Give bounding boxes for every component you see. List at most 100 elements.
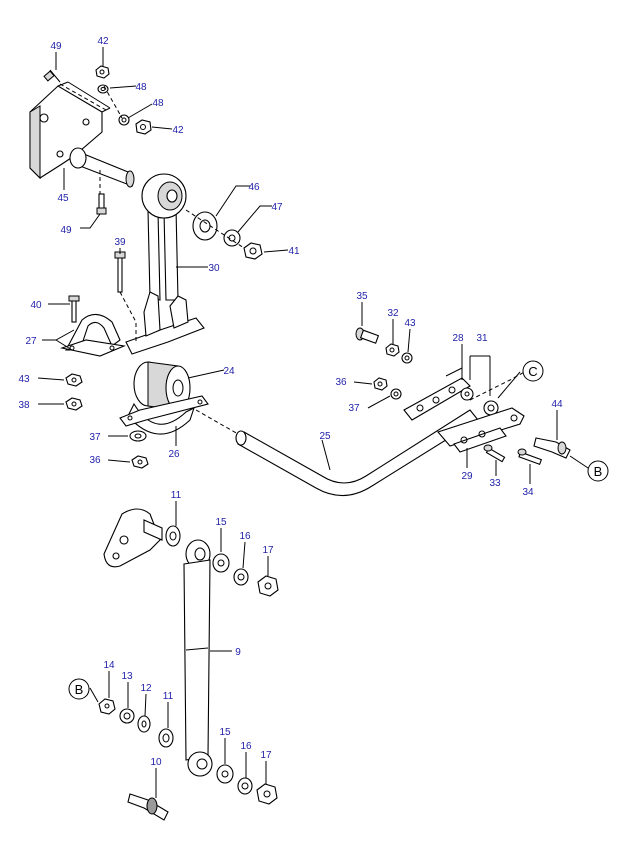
nut-14: [98, 698, 116, 715]
stabilizer-link-30: [125, 173, 205, 355]
callout-c30: 30: [208, 263, 220, 274]
bolt-49-top: [43, 69, 61, 83]
callout-c49b: 49: [60, 225, 72, 236]
bushing-24: [133, 361, 191, 411]
callout-c37a: 37: [89, 432, 101, 443]
mounting-bracket-45: [29, 81, 111, 180]
callout-c47: 47: [271, 202, 283, 213]
callout-c42a: 42: [97, 36, 109, 47]
callout-c32: 32: [387, 308, 399, 319]
callout-c25: 25: [319, 431, 331, 442]
callout-c41: 41: [288, 246, 300, 257]
callout-c29: 29: [461, 471, 473, 482]
assembly-line-bar: [195, 409, 239, 435]
callout-c36b: 36: [335, 377, 347, 388]
assembly-line-link: [185, 209, 245, 249]
callout-c37b: 37: [348, 403, 360, 414]
nut-17-top: [257, 575, 279, 597]
nut-42-top: [95, 65, 110, 79]
reference-letter-b-right: B: [594, 464, 603, 479]
callout-c9: 9: [235, 647, 241, 658]
callout-c36a: 36: [89, 455, 101, 466]
leader-lines: [37, 47, 589, 798]
callout-c34: 34: [522, 487, 534, 498]
callout-c33: 33: [489, 478, 501, 489]
reference-letter-c: C: [528, 364, 537, 379]
callout-c43b: 43: [404, 318, 416, 329]
callout-c17b: 17: [260, 750, 272, 761]
callout-c44: 44: [551, 399, 563, 410]
washer-43-right: [401, 352, 413, 364]
callout-c28: 28: [452, 333, 464, 344]
callout-c15b: 15: [219, 727, 231, 738]
assembly-line-bolt39: [119, 291, 137, 342]
bolt-40: [68, 295, 80, 323]
callout-c13: 13: [121, 671, 133, 682]
nut-41: [243, 242, 263, 260]
pin-44: [533, 437, 571, 459]
callout-c48a: 48: [135, 82, 147, 93]
callout-c48b: 48: [152, 98, 164, 109]
washer-15-bottom: [216, 764, 234, 784]
clamp-26: [119, 395, 209, 435]
washer-16-top: [233, 568, 249, 586]
callout-c49a: 49: [50, 41, 62, 52]
shock-absorber-9: [183, 539, 213, 777]
callout-c35: 35: [356, 291, 368, 302]
callout-c17a: 17: [262, 545, 274, 556]
clamp-27: [59, 313, 127, 357]
callout-c26: 26: [168, 449, 180, 460]
washer-48-a: [97, 84, 109, 94]
callout-c10: 10: [150, 757, 162, 768]
callout-c24: 24: [223, 366, 235, 377]
callout-c11a: 11: [171, 490, 182, 501]
assembly-lines-upper: [59, 83, 123, 194]
bolt-33: [483, 444, 506, 463]
bolt-34: [517, 448, 543, 466]
bolt-49-bottom: [96, 193, 107, 215]
bracket-stud: [69, 147, 135, 188]
reference-marker-c: C: [522, 360, 544, 382]
shock-bracket: [103, 508, 163, 568]
nut-36-left: [131, 455, 149, 469]
stabilizer-bar-25: [235, 409, 479, 497]
plate-28: [403, 367, 471, 421]
washer-12: [137, 715, 151, 733]
callout-c40: 40: [30, 300, 42, 311]
washer-37-right: [390, 388, 402, 400]
reference-letter-b-left: B: [75, 682, 84, 697]
reference-marker-b-left: B: [68, 678, 90, 700]
callout-c16a: 16: [239, 531, 251, 542]
washer-16-bottom: [237, 777, 253, 795]
callout-c15a: 15: [215, 517, 227, 528]
callout-c43a: 43: [18, 374, 30, 385]
washer-11-top: [165, 525, 181, 547]
callout-c27: 27: [25, 336, 37, 347]
washer-13: [119, 708, 135, 724]
callout-c31: 31: [476, 333, 488, 344]
bolt-39: [114, 251, 126, 293]
washer-11-bottom: [158, 728, 174, 748]
callout-c46: 46: [248, 182, 260, 193]
plate-29: [437, 407, 525, 453]
washer-48-b: [118, 114, 130, 126]
nut-42-side: [135, 119, 152, 135]
assembly-line-c: [469, 369, 529, 401]
washer-15-top: [212, 553, 230, 573]
bolt-35: [355, 327, 380, 344]
callout-c38: 38: [18, 400, 30, 411]
washer-47: [223, 229, 241, 247]
nut-32: [385, 343, 400, 357]
nut-36-right: [373, 377, 388, 391]
nut-38: [65, 397, 83, 411]
callout-c11b: 11: [163, 691, 174, 702]
washer-46: [192, 211, 218, 241]
washer-37-left: [129, 430, 147, 442]
callout-c42b: 42: [172, 125, 184, 136]
callout-c14: 14: [103, 660, 115, 671]
reference-marker-b-right: B: [587, 460, 609, 482]
callout-c12: 12: [140, 683, 152, 694]
